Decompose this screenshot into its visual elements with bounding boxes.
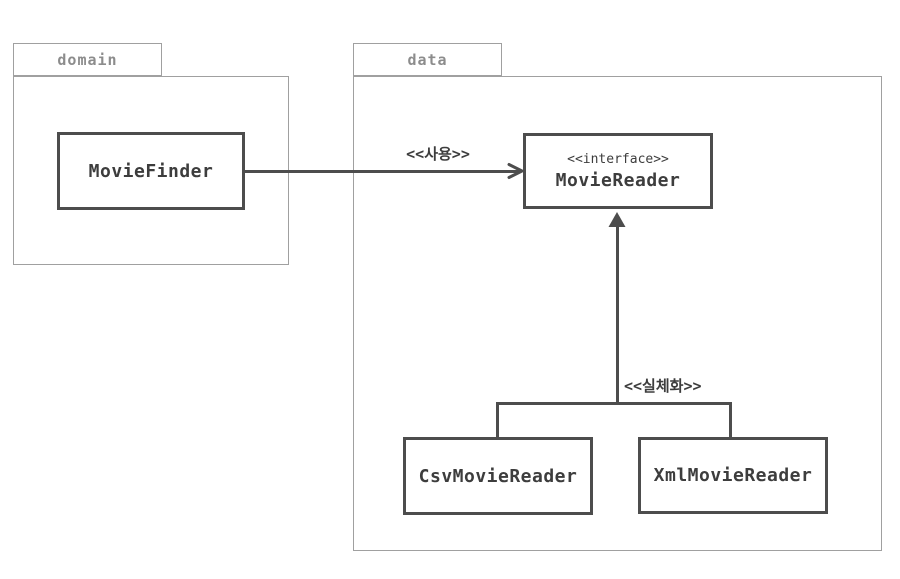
class-xmlmoviereader-name: XmlMovieReader — [653, 465, 813, 486]
class-csvmoviereader-name: CsvMovieReader — [418, 465, 578, 487]
realization-arrowhead-icon — [608, 212, 626, 227]
package-data-tab: data — [353, 43, 502, 76]
use-arrow-line — [245, 169, 519, 173]
use-arrow-label: <<사용>> — [406, 145, 470, 163]
realization-arrow-line — [615, 225, 619, 404]
use-arrowhead-icon — [507, 163, 524, 179]
package-data-label: data — [407, 50, 448, 69]
realization-stub-left — [495, 401, 499, 438]
realization-stub-right — [728, 401, 732, 438]
package-domain-tab: domain — [13, 43, 162, 76]
realization-arrow-label: <<실체화>> — [624, 377, 702, 395]
interface-moviereader-stereotype: <<interface>> — [567, 151, 669, 167]
realization-tree-line — [495, 401, 732, 405]
class-xmlmoviereader: XmlMovieReader — [638, 437, 828, 514]
package-domain-label: domain — [57, 50, 118, 69]
interface-moviereader: <<interface>> MovieReader — [523, 133, 713, 209]
class-moviefinder: MovieFinder — [57, 132, 245, 210]
class-csvmoviereader: CsvMovieReader — [403, 437, 593, 515]
interface-moviereader-name: MovieReader — [555, 169, 681, 191]
class-moviefinder-name: MovieFinder — [88, 160, 214, 182]
